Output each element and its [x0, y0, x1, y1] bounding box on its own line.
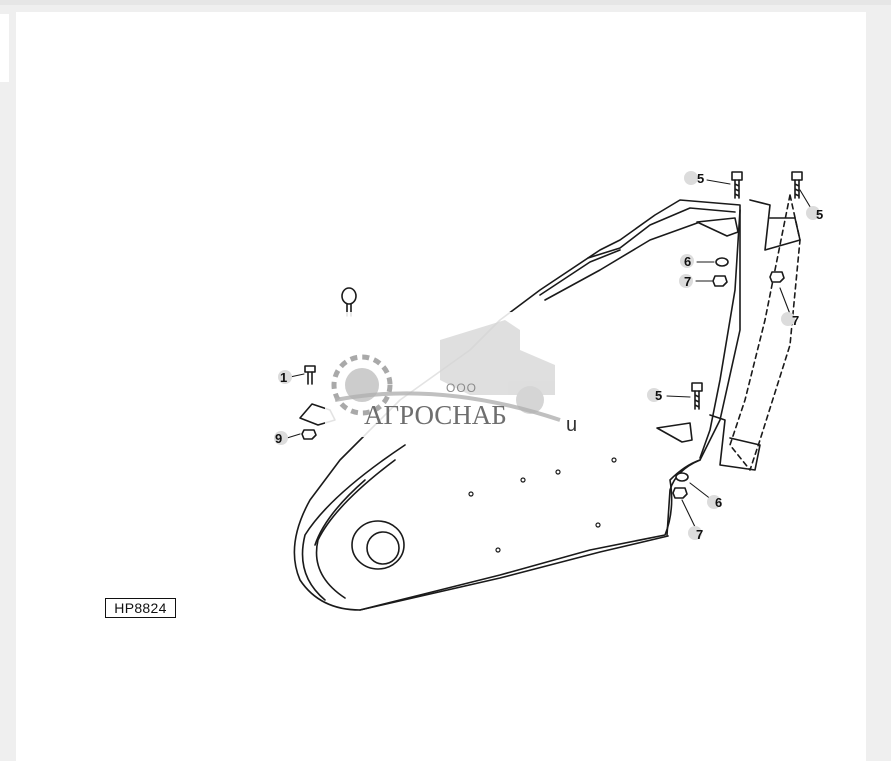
bolt-top-left [731, 171, 743, 199]
nut-9 [301, 429, 317, 440]
nut-top [712, 275, 728, 287]
guard-bracket-top [749, 199, 801, 251]
eye-bolt [341, 287, 357, 317]
clip-low [656, 422, 693, 443]
guard-bracket-low [709, 414, 761, 471]
callout-7-low: 7 [696, 527, 703, 542]
shaft-hub-outer [351, 520, 405, 570]
callout-7-top: 7 [684, 274, 691, 289]
watermark-swoosh [334, 391, 561, 422]
leader-lines [286, 179, 813, 532]
bolt-top-right [791, 171, 803, 199]
callout-6-low: 6 [715, 495, 722, 510]
callout-5-mid: 5 [655, 388, 662, 403]
nut-low [672, 487, 688, 499]
watermark-name: АГРОСНАБ [364, 400, 507, 430]
callout-1: 1 [280, 370, 287, 385]
watermark: ООО АГРОСНАБ u [325, 312, 577, 437]
housing-top-rail [539, 249, 621, 296]
housing-inner-rail [544, 221, 701, 301]
screw-1 [304, 365, 316, 385]
callout-9: 9 [275, 431, 282, 446]
figure-id-label: HP8824 [105, 598, 176, 618]
callout-5-right: 5 [816, 207, 823, 222]
housing-top-edge [587, 207, 736, 259]
callout-7-right: 7 [792, 313, 799, 328]
gear-icon [331, 354, 393, 416]
nose-band-inner [315, 459, 396, 599]
watermark-tail: u [566, 414, 577, 436]
top-strip [0, 0, 891, 5]
housing-bottom-edge [359, 535, 669, 611]
shaft-hub-inner [366, 531, 400, 565]
left-panel-tab [0, 14, 9, 82]
nose-band-edge [314, 479, 366, 546]
clip-top [696, 217, 739, 237]
mounting-holes [468, 457, 617, 553]
nose-band-outer [301, 444, 406, 601]
callout-6-top: 6 [684, 254, 691, 269]
nut-right [769, 271, 785, 283]
washer-top [715, 257, 729, 267]
callout-dots [274, 171, 820, 540]
bolt-mid [691, 382, 703, 410]
watermark-abbr: ООО [446, 381, 477, 395]
callout-5-top: 5 [697, 171, 704, 186]
housing-right-edge [699, 209, 741, 459]
washer-low [675, 472, 689, 482]
